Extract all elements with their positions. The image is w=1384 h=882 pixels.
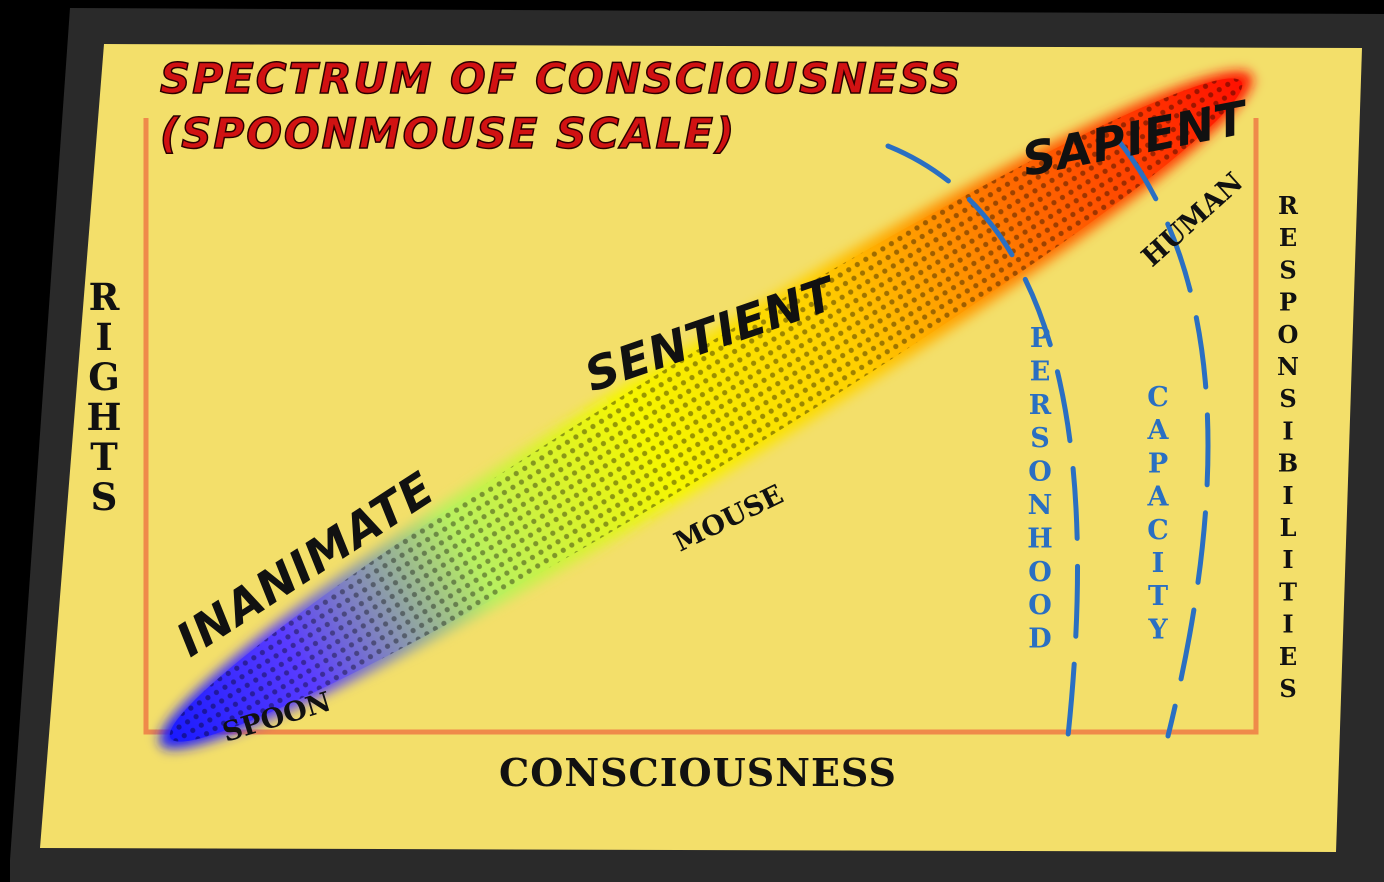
title-line-2: (SPOONMOUSE SCALE): [160, 109, 736, 158]
title-line-1: SPECTRUM OF CONSCIOUSNESS: [160, 54, 962, 103]
x-axis-label: CONSCIOUSNESS: [499, 750, 897, 795]
